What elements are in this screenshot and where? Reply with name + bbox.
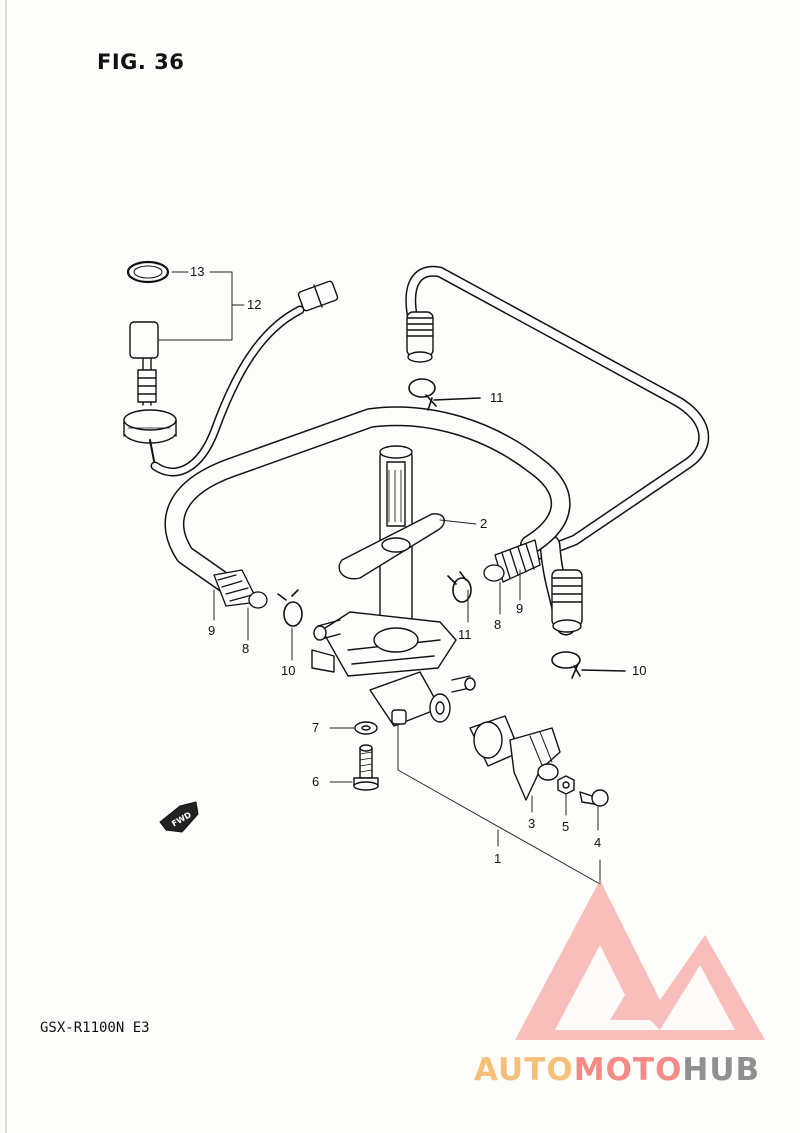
- mounting-bolt: [353, 744, 379, 791]
- callout-4: 4: [594, 835, 602, 850]
- washer: [354, 721, 378, 735]
- o-ring: [126, 260, 170, 284]
- callout-10-right: 10: [632, 663, 647, 678]
- watermark-logo: [515, 880, 765, 1040]
- fuel-cock-assembly: [311, 445, 476, 727]
- callout-11-upper: 11: [490, 390, 504, 405]
- hose-spring-left: [213, 569, 268, 609]
- brand-hub: HUB: [682, 1052, 761, 1088]
- callout-8-left: 8: [242, 641, 250, 656]
- callout-6: 6: [312, 774, 320, 789]
- callout-2: 2: [480, 516, 488, 531]
- leader-lines: [157, 271, 601, 885]
- callout-12: 12: [247, 297, 262, 312]
- lever-nut: [557, 775, 575, 795]
- lever-screw: [579, 789, 609, 807]
- fuel-cock-lever: [469, 715, 561, 801]
- hose-clip-right: [551, 651, 626, 679]
- callout-3: 3: [528, 816, 536, 831]
- fuel-hose-front: [164, 406, 571, 600]
- hose-clip-mid: [447, 571, 472, 603]
- callout-8-right: 8: [494, 617, 502, 632]
- fuel-level-sender: [123, 260, 339, 477]
- hose-end-fitting-upper: [406, 311, 434, 363]
- figure-title: FIG. 36: [97, 50, 185, 74]
- callout-10-left: 10: [281, 663, 296, 678]
- callout-1: 1: [494, 851, 502, 866]
- hose-end-fitting-lower: [551, 569, 583, 633]
- callout-9-left: 9: [208, 623, 216, 638]
- watermark-brand: AUTOMOTOHUB: [474, 1052, 760, 1088]
- callout-9-right: 9: [516, 601, 524, 616]
- hose-clip-left: [277, 589, 303, 627]
- brand-moto: MOTO: [573, 1052, 683, 1088]
- model-code: GSX-R1100N E3: [40, 1020, 150, 1036]
- callout-13: 13: [190, 264, 205, 279]
- callout-7: 7: [312, 720, 320, 735]
- brand-auto: AUTO: [474, 1052, 574, 1088]
- callout-5: 5: [562, 819, 570, 834]
- fwd-arrow-icon: [159, 801, 199, 833]
- hose-spring-right: [483, 539, 541, 583]
- callout-11-lower: 11: [458, 627, 472, 642]
- hose-clip-upper: [408, 378, 481, 411]
